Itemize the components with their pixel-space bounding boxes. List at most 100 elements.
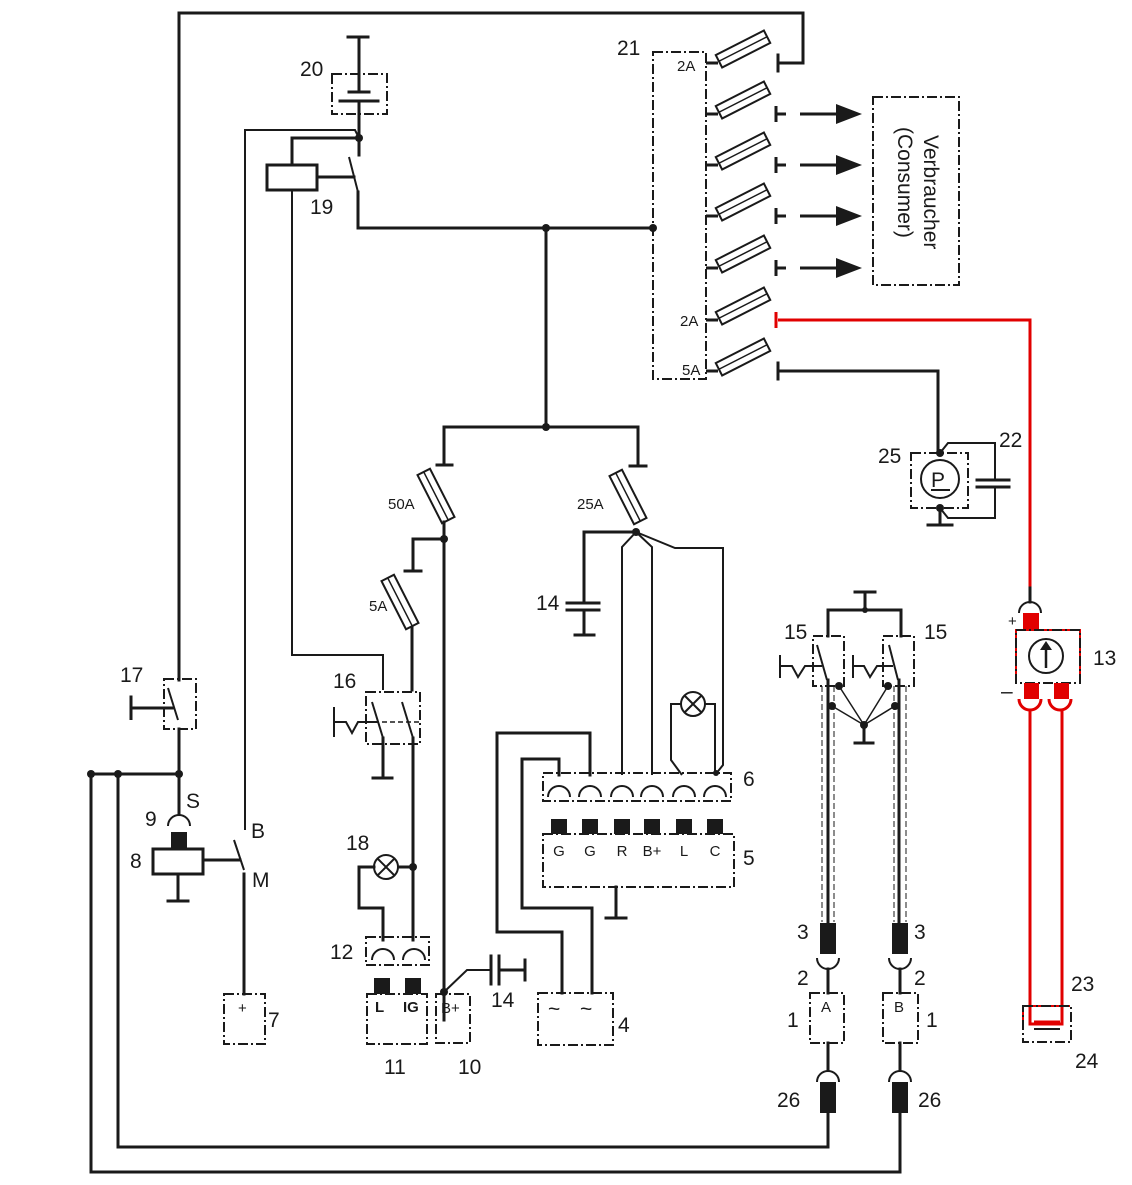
wire-26a-return [116, 1111, 830, 1149]
label-1a: 1 [787, 1009, 799, 1032]
gauge-plus: + [1008, 613, 1017, 630]
label-8: 8 [130, 850, 142, 873]
switch-actuator-15b [852, 655, 893, 679]
plug-3b [892, 923, 908, 954]
wire-b-to-relay [244, 129, 360, 830]
socket-2a-icon [816, 957, 840, 970]
wire-ac1 [495, 731, 592, 995]
sensor-a-label: A [821, 999, 831, 1016]
junction [175, 770, 183, 778]
junction [542, 423, 550, 431]
switch-contact [371, 701, 384, 739]
socket-icon [610, 785, 634, 798]
fuse-rating-2a-red: 2A [680, 313, 698, 330]
switch-contact [167, 687, 179, 721]
consumer-label: Verbraucher [919, 135, 942, 249]
wire-cap-22-back [939, 487, 996, 519]
label-6: 6 [743, 768, 755, 791]
plug-red [1024, 683, 1039, 699]
fuse-50a [416, 467, 456, 525]
terminal-m: M [252, 869, 270, 892]
wire-lamp-12 [357, 865, 385, 942]
plug-red [1023, 613, 1039, 629]
wire-top-loop [177, 11, 805, 682]
socket-icon [703, 785, 727, 798]
connector-6-sockets [547, 785, 727, 798]
regulator-pin-label: G [553, 843, 565, 860]
sender-box-24 [1022, 1005, 1072, 1043]
switch-contact [816, 644, 828, 681]
shield-ground [831, 705, 865, 726]
label-11: 11 [384, 1056, 406, 1079]
wire-bplus [635, 531, 653, 775]
label-16: 16 [333, 670, 356, 693]
battery-plus: + [238, 1000, 247, 1017]
fuse-21-6 [714, 286, 772, 326]
wire-lamp-l [670, 703, 683, 776]
wire-main-bus [356, 190, 656, 230]
junction [884, 682, 892, 690]
socket-icon [547, 785, 571, 798]
relay-coil-19 [265, 163, 319, 192]
regulator-pin-label: R [617, 843, 628, 860]
switch-contact [401, 701, 414, 739]
fuse-21-7 [714, 337, 772, 377]
consumer-label-en: (Consumer) [893, 127, 916, 238]
wire-ac2 [520, 757, 594, 995]
switch-actuator-icon [333, 707, 378, 737]
label-2b: 2 [914, 967, 926, 990]
socket-icon [578, 785, 602, 798]
wire-loop-outer [89, 772, 181, 1174]
label-14a: 14 [536, 592, 560, 615]
switch-actuator-17 [129, 695, 174, 720]
consumer-arrow-icon [836, 104, 862, 124]
wire-cap-22 [939, 442, 996, 480]
ac-symbol: ~ [580, 998, 592, 1021]
fuse-21-5 [714, 234, 772, 274]
label-12: 12 [330, 941, 353, 964]
starter-solenoid-8 [151, 847, 205, 876]
plug-pin [405, 978, 421, 994]
plug-pin [676, 819, 692, 834]
battery-7 [223, 993, 266, 1045]
label-14b: 14 [491, 989, 515, 1012]
label-18: 18 [346, 832, 369, 855]
pump-symbol: P [931, 469, 945, 492]
socket-icon [640, 785, 664, 798]
fuse-5a [380, 573, 420, 631]
plug-red [1054, 683, 1069, 699]
pump-motor-icon [920, 459, 960, 499]
wire-red-sender [1028, 710, 1064, 1026]
label-10: 10 [458, 1056, 481, 1079]
socket-icon [371, 948, 395, 961]
wire-pump [776, 369, 940, 455]
terminal-s: S [186, 790, 200, 813]
label-2a: 2 [797, 967, 809, 990]
terminal-l: L [375, 999, 384, 1016]
fuse-rating-50a: 50A [388, 496, 415, 513]
wire-26b-return [89, 1111, 902, 1174]
connector-6 [542, 772, 732, 802]
plug-pin [374, 978, 390, 994]
switch-contact [888, 644, 899, 681]
plug-pin [614, 819, 630, 834]
label-13: 13 [1093, 647, 1116, 670]
terminal-block-10 [435, 993, 471, 1044]
wire-relay-coil [290, 136, 361, 167]
plug-3a [820, 923, 836, 954]
sensor-b [882, 992, 919, 1044]
socket-red-icon [1047, 698, 1073, 712]
switch-actuator-15a [779, 655, 822, 679]
label-17: 17 [120, 664, 143, 687]
wire-red-gauge [778, 318, 1032, 588]
terminal-bplus: B+ [441, 1000, 460, 1017]
shield-ground [863, 705, 896, 726]
fuse-21-3 [714, 131, 772, 171]
regulator-pin-label: G [584, 843, 596, 860]
junction [891, 702, 899, 710]
terminal-b: B [251, 820, 265, 843]
socket-26a-icon [816, 1070, 840, 1083]
